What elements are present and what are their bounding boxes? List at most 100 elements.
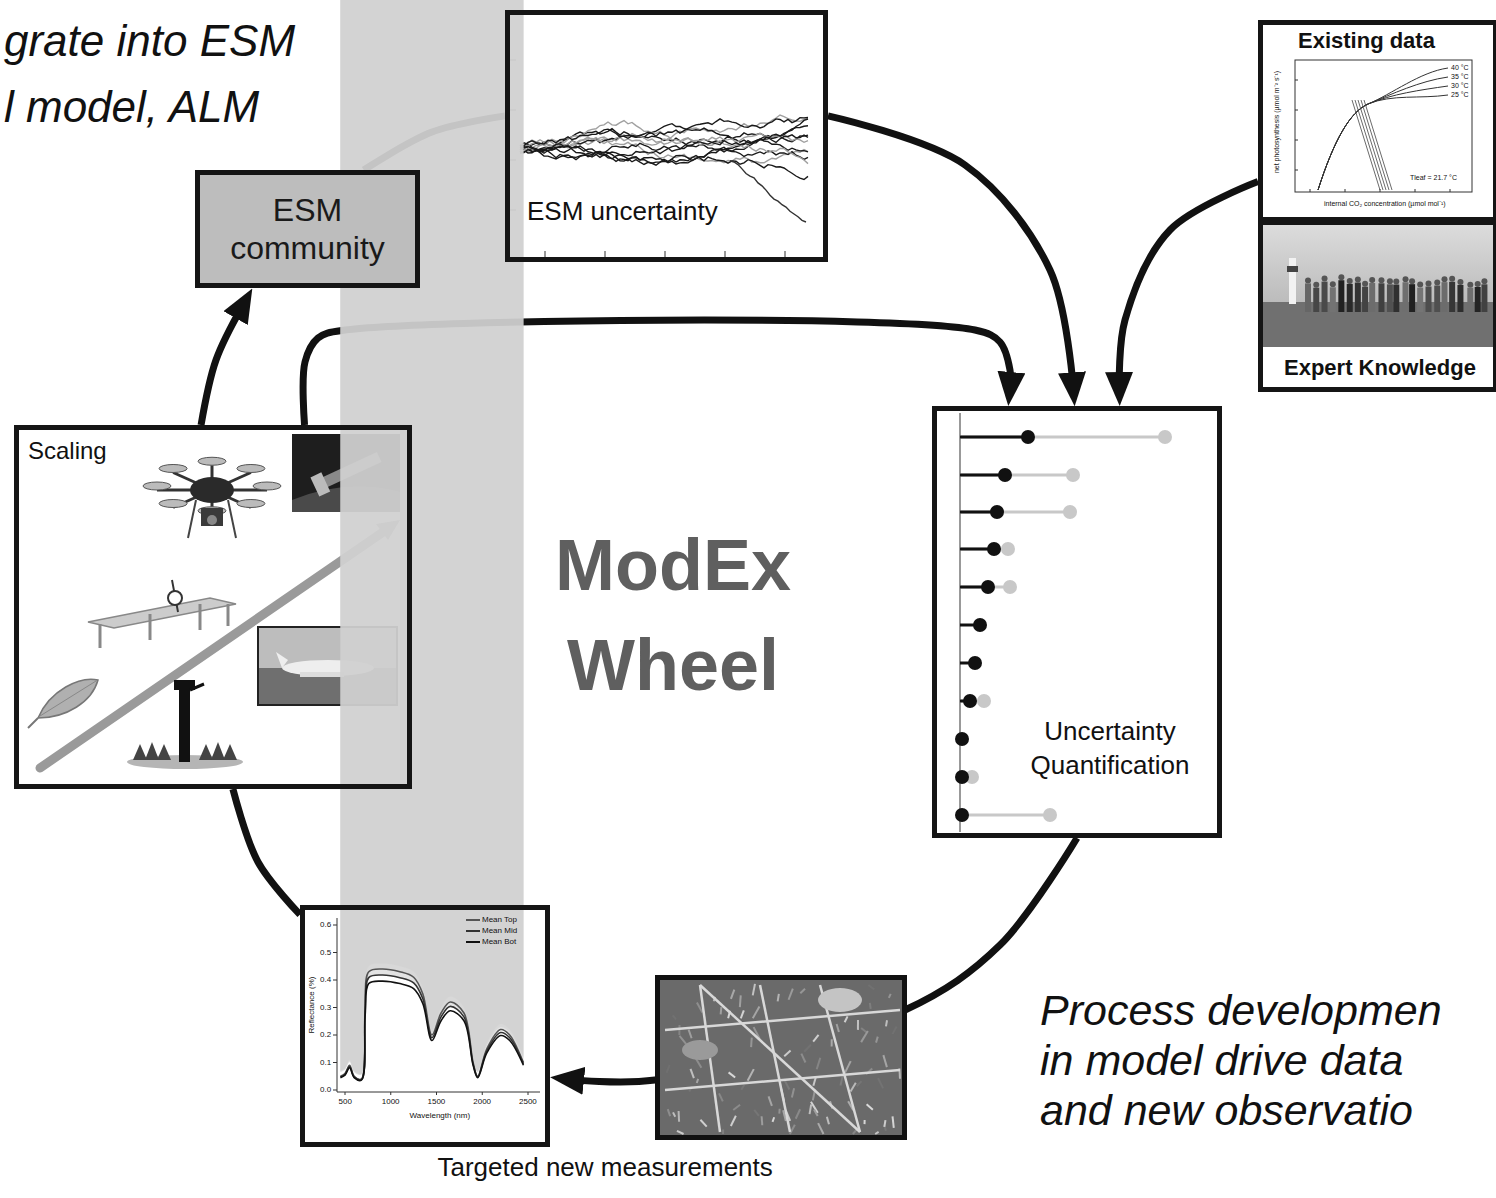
reflectance-plot [436, 1092, 437, 1095]
lollipop-plot [998, 468, 1012, 482]
field-plot-photo [800, 989, 805, 994]
field-plot-photo [861, 1031, 868, 1042]
field-plot-photo [739, 995, 742, 1007]
axis-text: 2500 [519, 1097, 537, 1107]
photosynthesis-curve-plot [1295, 60, 1472, 192]
axis-text: 1500 [428, 1097, 446, 1107]
photosynthesis-curve-plot [1295, 60, 1472, 192]
field-team-photo [1369, 277, 1375, 283]
lollipop-plot [1001, 542, 1015, 556]
text-slot: Scaling [28, 436, 107, 465]
text-slot: 0.4 [320, 975, 331, 985]
scaling-illustration [159, 464, 187, 472]
field-team-photo [1409, 284, 1415, 312]
node-title: Scaling [28, 436, 107, 465]
field-plot-photo [883, 1055, 887, 1067]
axis-text: Tleaf = 21.7 °C [1410, 174, 1457, 182]
field-team-photo [1449, 282, 1455, 312]
field-plot-photo [773, 1117, 775, 1122]
field-plot-photo [677, 1131, 684, 1134]
field-team-photo [1362, 281, 1368, 287]
field-plot-photo [741, 1010, 744, 1018]
lollipop-plot [960, 474, 1073, 477]
field-plot-photo [878, 1078, 883, 1088]
lollipop-plot [981, 580, 995, 594]
legend-line-sample [466, 941, 480, 943]
field-team-photo [1287, 266, 1298, 272]
model-spread-plot [520, 126, 808, 164]
field-team-photo [1347, 278, 1353, 284]
field-team-photo [1338, 280, 1344, 312]
text-slot: Process developmen in model drive data a… [1040, 985, 1470, 1135]
reflectance-plot [333, 1062, 337, 1063]
field-plot-photo [680, 1036, 687, 1044]
chart-panel: ESM uncertainty [505, 10, 828, 262]
scaling-illustration [188, 500, 196, 538]
field-team-photo [1441, 282, 1447, 312]
legend-entry: Mean Bot [466, 937, 516, 947]
chart-panel: Uncertainty Quantification [932, 406, 1222, 838]
scaling-illustration [199, 744, 213, 760]
scaling-illustration [143, 482, 171, 490]
field-team-photo [1393, 279, 1399, 285]
field-plot-photo [665, 1010, 900, 1030]
field-plot-photo [697, 1079, 698, 1083]
axis-text: 40 °C [1451, 64, 1469, 72]
field-plot-photo [719, 1093, 723, 1101]
field-plot-photo [667, 1065, 670, 1073]
lollipop-plot [960, 814, 1050, 817]
axis-text: 0.0 [320, 1085, 331, 1095]
legend-text: Mean Mid [482, 926, 517, 936]
photosynthesis-curve-plot [1295, 140, 1298, 141]
scaling-illustration [253, 482, 281, 490]
scaling-illustration [310, 472, 330, 496]
wheel-connector [828, 116, 1073, 387]
scaling-illustration [179, 688, 190, 762]
text-slot: 2500 [519, 1097, 537, 1107]
node-title: Targeted new measurements [438, 1152, 773, 1183]
text-slot: Tleaf = 21.7 °C [1410, 174, 1457, 182]
center-title: ModEx Wheel [513, 515, 833, 715]
scaling-illustration [157, 744, 171, 760]
lollipop-plot [977, 694, 991, 708]
process-box: ESM community [195, 170, 420, 288]
legend-swatch [466, 927, 480, 935]
reflectance-plot [337, 918, 338, 1092]
reflectance-plot [340, 0, 523, 1074]
model-spread-plot [665, 251, 666, 257]
field-plot-photo [818, 1123, 823, 1134]
axis-text: 0.3 [320, 1003, 331, 1013]
text-slot: 1500 [428, 1097, 446, 1107]
field-plot-photo [789, 989, 793, 1000]
text-slot: Expert Knowledge [1284, 355, 1476, 381]
node-title: ESM community [207, 191, 408, 267]
lollipop-plot [1003, 580, 1017, 594]
field-plot-photo [760, 985, 790, 1132]
wheel-connector [233, 789, 300, 915]
scaling-illustration [145, 742, 159, 760]
field-plot-photo [817, 1058, 821, 1069]
text-slot: Uncertainty Quantification [1020, 714, 1200, 782]
wheel-connector [201, 306, 242, 425]
model-spread-plot [785, 251, 786, 257]
text-slot: Reflectance (%) [307, 977, 317, 1034]
text-slot: 0.3 [320, 1003, 331, 1013]
field-plot-photo [845, 1061, 851, 1072]
field-team-photo [1475, 287, 1481, 312]
field-plot-photo [729, 1072, 736, 1077]
scaling-illustration [300, 672, 344, 677]
reflectance-plot [340, 981, 523, 1080]
field-plot-photo [857, 1081, 862, 1086]
legend-text: Mean Top [482, 915, 517, 925]
field-team-photo [1403, 282, 1409, 312]
field-team-photo [1457, 279, 1463, 285]
model-spread-plot [520, 119, 808, 153]
lollipop-plot [955, 770, 969, 784]
field-plot-photo [665, 1070, 900, 1090]
field-team-photo [1313, 282, 1319, 288]
field-team-photo [1426, 280, 1432, 286]
scaling-illustration [237, 464, 265, 472]
scaling-panel: Scaling [14, 425, 412, 789]
field-plot-photo [884, 1120, 885, 1127]
text-slot: Existing data [1298, 28, 1435, 54]
